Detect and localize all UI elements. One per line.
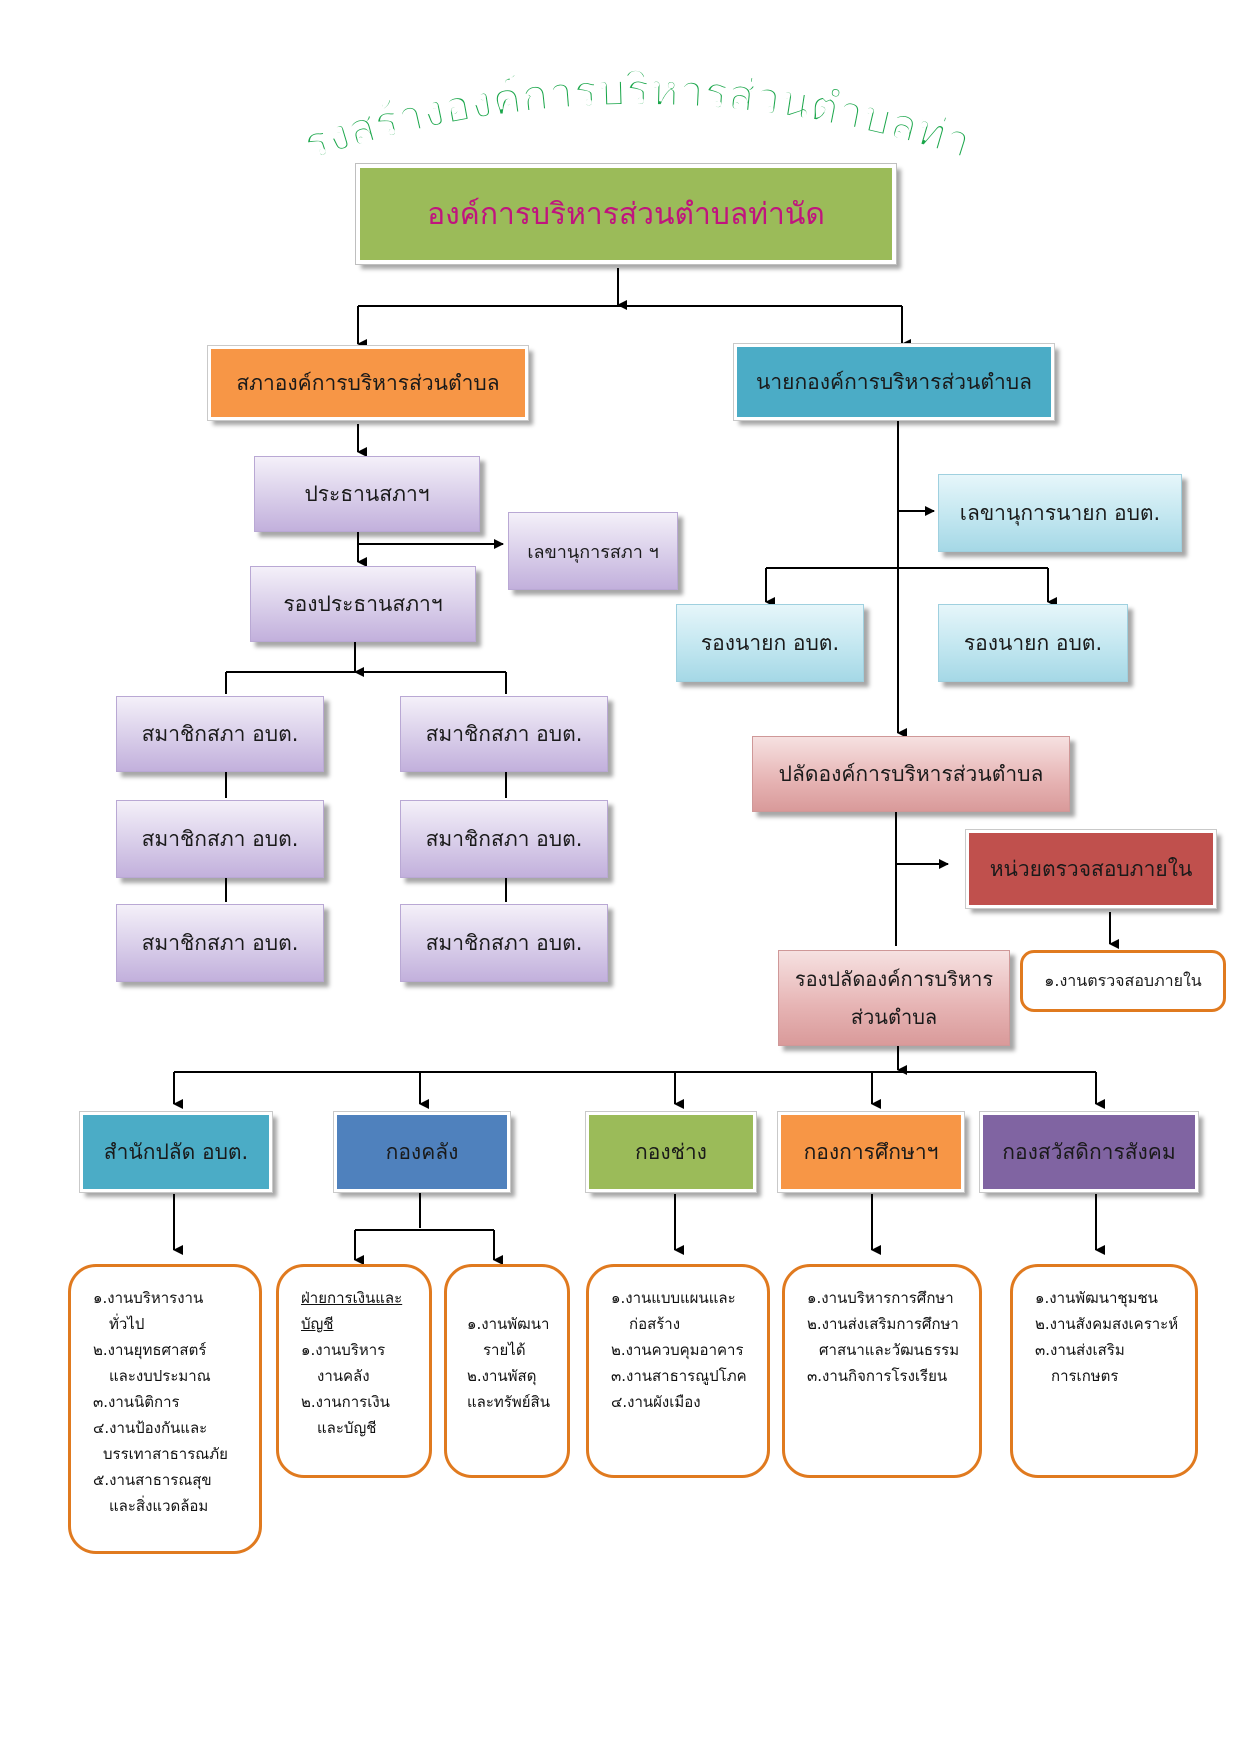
task-item: และงบประมาณ — [109, 1367, 211, 1385]
task-item: ๑.งานพัฒนาชุมชน — [1035, 1289, 1158, 1307]
task-item: ๓.งานสาธารณูปโภค — [611, 1367, 747, 1385]
council-vice-chair-label: รองประธานสภาฯ — [283, 591, 443, 616]
task-item: ๑.งานบริหารงาน — [93, 1289, 204, 1307]
top-organization-label: องค์การบริหารส่วนตำบลท่านัด — [427, 196, 825, 232]
deputy-mayor-label: รองนายก อบต. — [963, 630, 1103, 655]
task-item: ๒.งานควบคุมอาคาร — [611, 1341, 744, 1359]
division-box: กองช่าง — [585, 1111, 757, 1193]
task-item: ๒.งานยุทธศาสตร์ — [93, 1341, 207, 1359]
council-member-label: สมาชิกสภา อบต. — [425, 826, 583, 851]
task-box: ๑.งานพัฒนา รายได้ ๒.งานพัสดุ และทรัพย์สิ… — [444, 1264, 570, 1478]
council-secretary-label: เลขานุการสภา ฯ — [527, 541, 659, 563]
title-text: โครงสร้างองค์การบริหารส่วนตำบลท่านัด — [290, 70, 977, 171]
task-item: และทรัพย์สิน — [467, 1393, 550, 1411]
task-item: ๔.งานป้องกันและ — [93, 1419, 208, 1437]
task-item: ๒.งานพัสดุ — [467, 1367, 537, 1385]
task-box: ๑.งานบริหารการศึกษา ๒.งานส่งเสริมการศึกษ… — [782, 1264, 982, 1478]
task-item: รายได้ — [483, 1341, 526, 1359]
council-member-label: สมาชิกสภา อบต. — [141, 826, 299, 851]
division-label: กองการศึกษาฯ — [803, 1139, 939, 1164]
task-box: ๑.งานบริหารงาน ทั่วไป ๒.งานยุทธศาสตร์ แล… — [68, 1264, 262, 1554]
task-item: ๔.งานผังเมือง — [611, 1393, 701, 1411]
division-label: กองคลัง — [385, 1139, 459, 1164]
council-member-label: สมาชิกสภา อบต. — [425, 930, 583, 955]
task-item: ๓.งานส่งเสริม — [1035, 1341, 1125, 1359]
clerk-label: ปลัดองค์การบริหารส่วนตำบล — [778, 761, 1044, 786]
audit-unit-box: หน่วยตรวจสอบภายใน — [965, 829, 1217, 909]
task-item: การเกษตร — [1051, 1367, 1119, 1385]
division-label: กองสวัสดิการสังคม — [1002, 1139, 1176, 1164]
task-item: ๒.งานสังคมสงเคราะห์ — [1035, 1315, 1179, 1333]
task-item: ทั่วไป — [109, 1315, 145, 1333]
council-member-label: สมาชิกสภา อบต. — [425, 721, 583, 746]
task-box: ๑.งานแบบแผนและ ก่อสร้าง ๒.งานควบคุมอาคาร… — [586, 1264, 770, 1478]
division-box: กองการศึกษาฯ — [777, 1111, 965, 1193]
task-item: ศาสนาและวัฒนธรรม — [819, 1341, 960, 1359]
council-chair-label: ประธานสภาฯ — [304, 481, 430, 506]
executive-box: นายกองค์การบริหารส่วนตำบล — [733, 343, 1055, 421]
executive-secretary-label: เลขานุการนายก อบต. — [959, 500, 1161, 525]
council-secretary-box: เลขานุการสภา ฯ — [508, 512, 678, 590]
executive-label: นายกองค์การบริหารส่วนตำบล — [756, 369, 1032, 394]
task-header: ฝ่ายการเงินและ — [301, 1289, 403, 1307]
task-item: งานคลัง — [317, 1367, 370, 1385]
executive-secretary-box: เลขานุการนายก อบต. — [938, 474, 1182, 552]
council-label: สภาองค์การบริหารส่วนตำบล — [236, 370, 500, 395]
council-member-label: สมาชิกสภา อบต. — [141, 930, 299, 955]
council-member-box: สมาชิกสภา อบต. — [400, 904, 608, 982]
task-item: ๒.งานส่งเสริมการศึกษา — [807, 1315, 959, 1333]
svg-text:โครงสร้างองค์การบริหารส่วนตำบล: โครงสร้างองค์การบริหารส่วนตำบลท่านัด — [290, 70, 977, 170]
top-organization-box: องค์การบริหารส่วนตำบลท่านัด — [355, 163, 897, 265]
task-item: และสิ่งแวดล้อม — [109, 1497, 209, 1515]
task-box: ๑.งานพัฒนาชุมชน ๒.งานสังคมสงเคราะห์ ๓.งา… — [1010, 1264, 1198, 1478]
council-member-label: สมาชิกสภา อบต. — [141, 721, 299, 746]
chart-title: โครงสร้างองค์การบริหารส่วนตำบลท่านัด — [290, 70, 977, 171]
deputy-mayor-label: รองนายก อบต. — [700, 630, 840, 655]
deputy-clerk-box: รองปลัดองค์การบริหาร ส่วนตำบล — [778, 950, 1010, 1046]
task-item: บรรเทาสาธารณภัย — [103, 1445, 228, 1463]
council-member-box: สมาชิกสภา อบต. — [400, 696, 608, 772]
council-vice-chair-box: รองประธานสภาฯ — [250, 566, 476, 642]
deputy-mayor-box: รองนายก อบต. — [938, 604, 1128, 682]
deputy-clerk-line-1: รองปลัดองค์การบริหาร — [794, 967, 994, 991]
task-item: ๕.งานสาธารณสุข — [93, 1471, 212, 1489]
audit-task-box: ๑.งานตรวจสอบภายใน — [1020, 950, 1226, 1012]
task-header: บัญชี — [301, 1315, 334, 1333]
council-member-box: สมาชิกสภา อบต. — [400, 800, 608, 878]
division-label: สำนักปลัด อบต. — [103, 1139, 249, 1164]
council-chair-box: ประธานสภาฯ — [254, 456, 480, 532]
council-member-box: สมาชิกสภา อบต. — [116, 800, 324, 878]
task-item: ๓.งานนิติการ — [93, 1393, 180, 1411]
council-member-box: สมาชิกสภา อบต. — [116, 904, 324, 982]
audit-unit-label: หน่วยตรวจสอบภายใน — [989, 856, 1193, 881]
task-item: ๑.งานพัฒนา — [467, 1315, 550, 1333]
task-item: ๓.งานกิจการโรงเรียน — [807, 1367, 948, 1385]
council-member-box: สมาชิกสภา อบต. — [116, 696, 324, 772]
task-box: ฝ่ายการเงินและ บัญชี ๑.งานบริหาร งานคลัง… — [276, 1264, 432, 1478]
task-item: ก่อสร้าง — [629, 1315, 681, 1333]
task-item: ๑.งานแบบแผนและ — [611, 1289, 736, 1307]
division-label: กองช่าง — [635, 1139, 707, 1164]
deputy-clerk-line-2: ส่วนตำบล — [850, 1005, 938, 1029]
task-item: และบัญชี — [317, 1419, 377, 1437]
division-box: สำนักปลัด อบต. — [79, 1111, 273, 1193]
deputy-mayor-box: รองนายก อบต. — [676, 604, 864, 682]
division-box: กองคลัง — [333, 1111, 511, 1193]
audit-task-label: ๑.งานตรวจสอบภายใน — [1044, 970, 1202, 990]
council-box: สภาองค์การบริหารส่วนตำบล — [207, 345, 529, 421]
clerk-box: ปลัดองค์การบริหารส่วนตำบล — [752, 736, 1070, 812]
division-box: กองสวัสดิการสังคม — [979, 1111, 1199, 1193]
task-item: ๒.งานการเงิน — [301, 1393, 390, 1411]
task-item: ๑.งานบริหาร — [301, 1341, 386, 1359]
task-item: ๑.งานบริหารการศึกษา — [807, 1289, 954, 1307]
